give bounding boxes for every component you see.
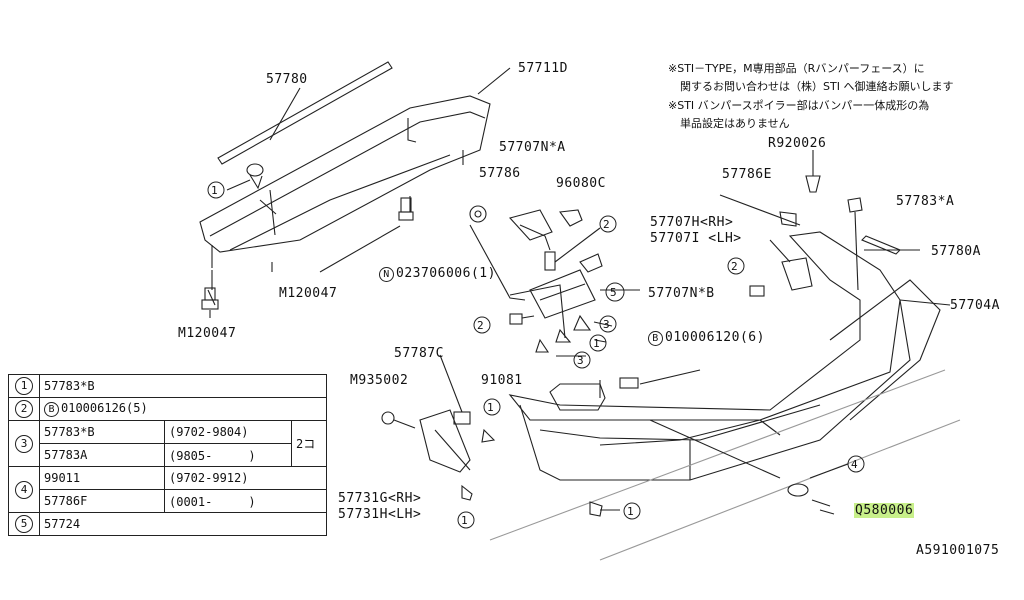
part-label-57786[interactable]: 57786	[479, 166, 521, 181]
legend-part[interactable]: 57724	[39, 512, 327, 536]
part-label-M935002[interactable]: M935002	[350, 373, 409, 388]
legend-part[interactable]: 57783*B	[39, 420, 165, 444]
callout-1: 1	[593, 337, 601, 350]
callout-2: 2	[731, 260, 739, 273]
part-label-57783A[interactable]: 57783*A	[896, 194, 955, 209]
trim-strip-57780	[217, 61, 393, 165]
part-number-text: 023706006(1)	[396, 266, 496, 281]
part-label-57787C[interactable]: 57787C	[394, 346, 444, 361]
legend-number: 2	[15, 400, 33, 418]
note-line-1: ※STI－TYPE，M専用部品（Rバンパーフェース）に	[668, 62, 925, 75]
legend-date-range: (9702-9804)	[164, 420, 292, 444]
legend-part[interactable]: 57783A	[39, 443, 165, 467]
part-label-M120047[interactable]: M120047	[279, 286, 338, 301]
note-line-4: 単品設定はありません	[680, 117, 790, 130]
part-number-text: 010006120(6)	[665, 330, 765, 345]
callout-1: 1	[627, 505, 635, 518]
part-label-57707I[interactable]: 57707I <LH>	[650, 231, 742, 246]
legend-number: 5	[15, 515, 33, 533]
part-label-57711D[interactable]: 57711D	[518, 61, 568, 76]
bumper-face-57704A	[508, 231, 901, 421]
note-line-3: ※STI バンパースポイラー部はバンパー一体成形の為	[668, 99, 930, 112]
bracket-57707NB	[529, 269, 596, 319]
legend-row: 3 57783*B (9702-9804) 2コ	[8, 420, 327, 467]
legend-part[interactable]: 57783*B	[39, 374, 327, 398]
bracket-57731G	[419, 409, 471, 473]
part-label-96080C[interactable]: 96080C	[556, 176, 606, 191]
diagram-id: A591001075	[916, 543, 1000, 558]
part-label-91081[interactable]: 91081	[481, 373, 523, 388]
callout-4: 4	[851, 458, 859, 471]
highlighted-part-number: Q580006	[854, 503, 915, 518]
part-label-57780A[interactable]: 57780A	[931, 244, 981, 259]
legend-row: 57783A (9805- )	[9, 443, 327, 467]
legend-number: 3	[15, 434, 33, 453]
part-label-57731G[interactable]: 57731G<RH>	[338, 491, 422, 506]
part-label-R920026[interactable]: R920026	[768, 136, 827, 151]
callout-3: 3	[603, 318, 611, 331]
legend-date-range: (0001- )	[164, 489, 327, 513]
callout-1: 1	[487, 401, 495, 414]
part-label-M120047[interactable]: M120047	[178, 326, 237, 341]
legend-row: 57786F (0001- )	[9, 489, 327, 513]
bracket-57707NA	[508, 209, 553, 241]
legend-quantity: 2コ	[291, 420, 327, 467]
legend-row: 4 99011 (9702-9912)	[8, 466, 327, 513]
callout-3: 3	[577, 354, 585, 367]
part-label-57731H[interactable]: 57731H<LH>	[338, 507, 422, 522]
legend-date-range: (9805- )	[164, 443, 292, 467]
legend-part[interactable]: 57786F	[39, 489, 165, 513]
b-prefix-circle: B	[648, 331, 663, 346]
note-line-2: 関するお問い合わせは（株）STI へ御連絡お願いします	[680, 80, 954, 93]
n-prefix-circle: N	[379, 267, 394, 282]
legend-date-range: (9702-9912)	[164, 466, 327, 490]
part-label-57707NA[interactable]: 57707N*A	[499, 140, 566, 155]
b-prefix-circle: B	[44, 402, 59, 417]
part-label-Q580006[interactable]: Q580006	[854, 503, 915, 518]
legend-number: 1	[15, 377, 33, 395]
part-label-57786E[interactable]: 57786E	[722, 167, 772, 182]
part-label-57780[interactable]: 57780	[266, 72, 308, 87]
callout-2: 2	[477, 319, 485, 332]
legend-part[interactable]: 99011	[39, 466, 165, 490]
part-label-57704A[interactable]: 57704A	[950, 298, 1000, 313]
part-label-57707H[interactable]: 57707H<RH>	[650, 215, 734, 230]
callout-1: 1	[211, 184, 219, 197]
callout-1: 1	[461, 514, 469, 527]
part-label-57707NB[interactable]: 57707N*B	[648, 286, 715, 301]
legend-row: 1 57783*B	[8, 374, 327, 398]
callout-2: 2	[603, 218, 611, 231]
legend-part-text: 010006126(5)	[61, 401, 148, 415]
legend-number: 4	[15, 480, 33, 499]
legend-row: 5 57724	[8, 512, 327, 536]
callout-5: 5	[610, 286, 618, 299]
